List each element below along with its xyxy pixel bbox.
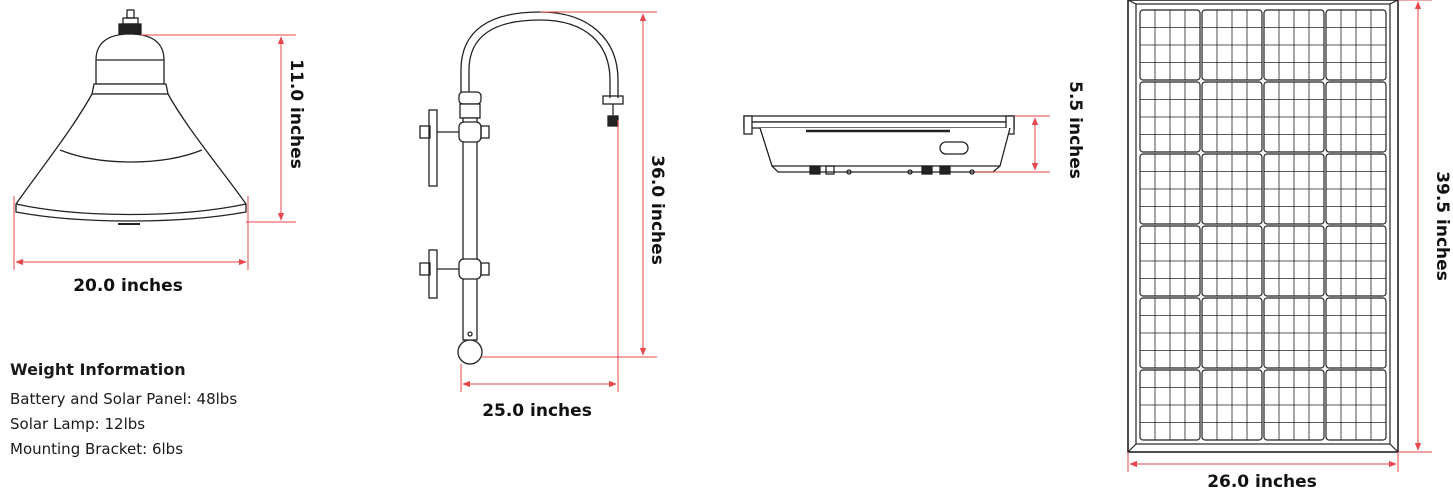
panel-width-label: 26.0 inches [1207,472,1317,492]
battery-box-drawing [743,115,1015,175]
panel-dimension-lines [1127,0,1432,472]
solar-lamp-drawing [15,9,247,225]
solar-panel-drawing [1127,0,1399,453]
bracket-width-label: 25.0 inches [482,401,592,421]
mounting-bracket-drawing [419,11,624,365]
bracket-height-label: 36.0 inches [647,155,667,265]
weight-line-battery-panel: Battery and Solar Panel: 48lbs [10,390,238,408]
bracket-dimension-lines [460,11,657,392]
weight-line-bracket: Mounting Bracket: 6lbs [10,440,184,458]
lamp-width-label: 20.0 inches [73,276,183,296]
solar-cell-grid [1139,9,1387,441]
battery-dimension-lines [975,115,1050,173]
weight-line-lamp: Solar Lamp: 12lbs [10,415,146,433]
lamp-height-label: 11.0 inches [286,59,306,169]
weight-info-title: Weight Information [10,360,186,379]
battery-height-label: 5.5 inches [1065,81,1085,179]
lamp-dimension-lines [13,34,296,270]
panel-height-label: 39.5 inches [1432,171,1452,281]
weight-information: Weight Information Battery and Solar Pan… [10,360,350,462]
